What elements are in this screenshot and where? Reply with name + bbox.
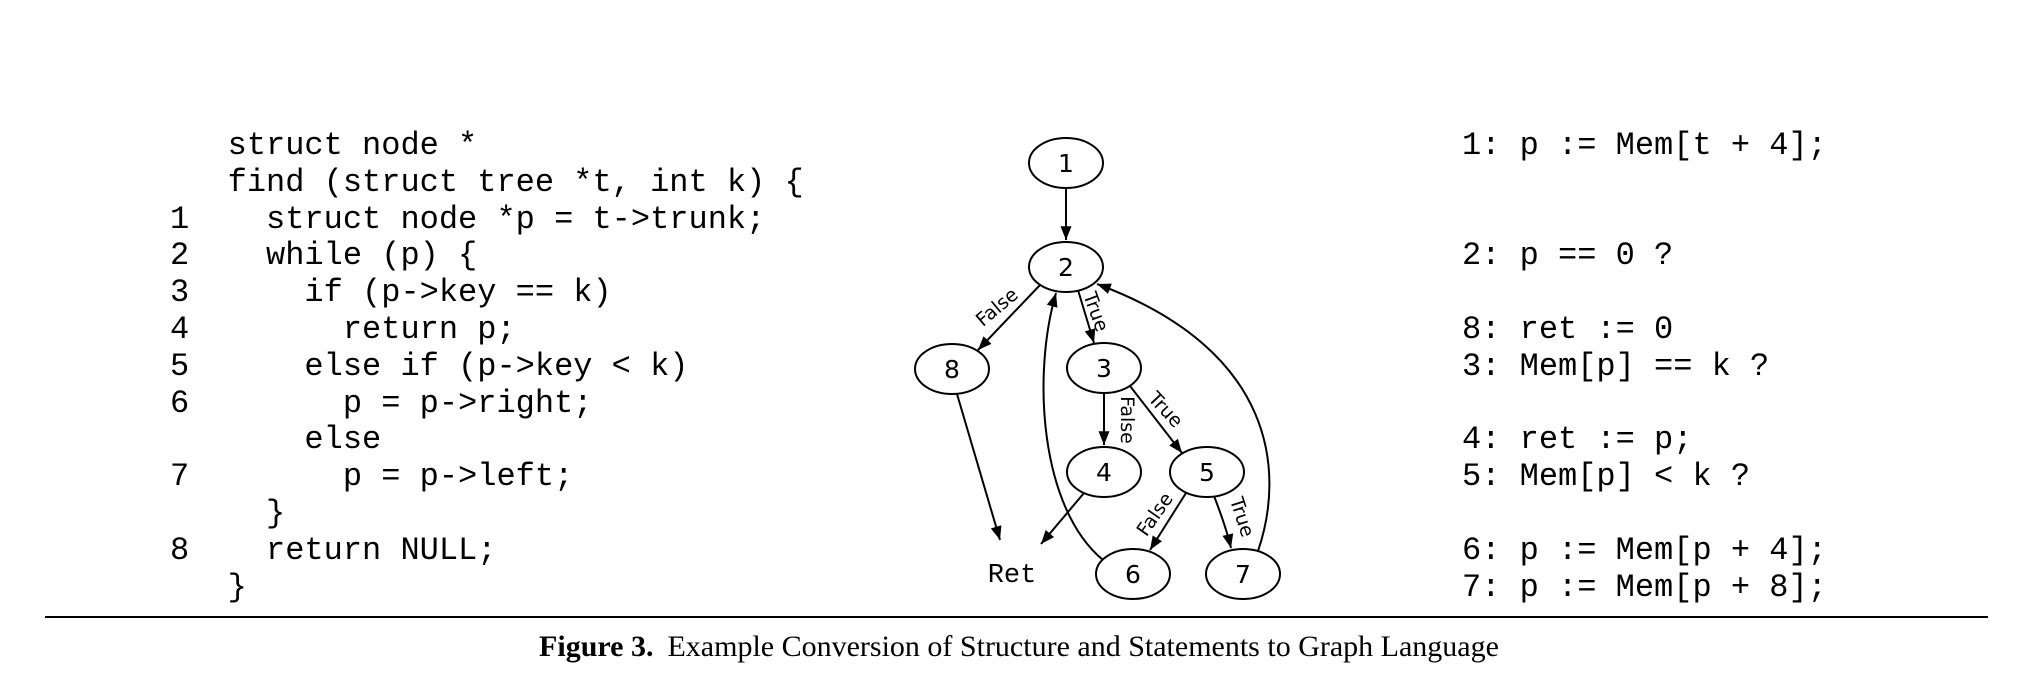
graph-node-2: [1028, 241, 1104, 293]
figure-caption-label: Figure 3.: [539, 630, 654, 663]
graph-node-label-2: 2: [1058, 253, 1074, 282]
figure-caption: Figure 3. Example Conversion of Structure…: [0, 630, 2038, 664]
graph-node-3: [1066, 342, 1142, 394]
graph-node-label-3: 3: [1096, 354, 1112, 383]
caption-divider: [45, 616, 1988, 618]
graph-node-8: [914, 343, 990, 395]
graph-edge-5-to-6: [1149, 492, 1187, 551]
graph-edge-5-to-7: [1213, 495, 1234, 549]
graph-edge-label-2-to-3: True: [1078, 288, 1113, 334]
graph-edge-8-to-Ret: [956, 393, 1002, 541]
graph-ret-label: Ret: [988, 561, 1037, 591]
graph-edge-2-to-8: [977, 284, 1041, 351]
source-code-listing: struct node * find (struct tree *t, int …: [170, 127, 804, 606]
graph-node-1: [1028, 137, 1104, 189]
graph-node-6: [1095, 548, 1171, 600]
graph-edge-label-3-to-4: False: [1116, 396, 1138, 444]
graph-node-7: [1205, 548, 1281, 600]
graph-node-4: [1066, 446, 1142, 498]
graph-edge-6-to-2: [1042, 292, 1104, 561]
graph-edge-2-to-3: [1077, 289, 1096, 344]
graph-edge-3-to-5: [1129, 385, 1183, 454]
graph-edge-label-2-to-8: False: [972, 284, 1023, 332]
graph-node-label-7: 7: [1235, 560, 1251, 589]
figure-caption-text: Example Conversion of Structure and Stat…: [667, 630, 1499, 663]
graph-language-statements: 1: p := Mem[t + 4]; 2: p == 0 ? 8: ret :…: [1462, 127, 1827, 606]
graph-node-label-6: 6: [1125, 560, 1141, 589]
graph-node-label-8: 8: [944, 355, 960, 384]
graph-edge-label-5-to-6: False: [1132, 489, 1177, 541]
graph-edge-label-5-to-7: True: [1225, 494, 1259, 540]
graph-edge-label-3-to-5: True: [1143, 387, 1187, 432]
graph-node-5: [1169, 446, 1245, 498]
graph-node-label-5: 5: [1199, 458, 1215, 487]
graph-node-label-4: 4: [1096, 458, 1112, 487]
graph-edge-4-to-Ret: [1040, 492, 1085, 545]
graph-node-label-1: 1: [1058, 149, 1074, 178]
graph-edge-7-to-2: [1096, 283, 1271, 552]
